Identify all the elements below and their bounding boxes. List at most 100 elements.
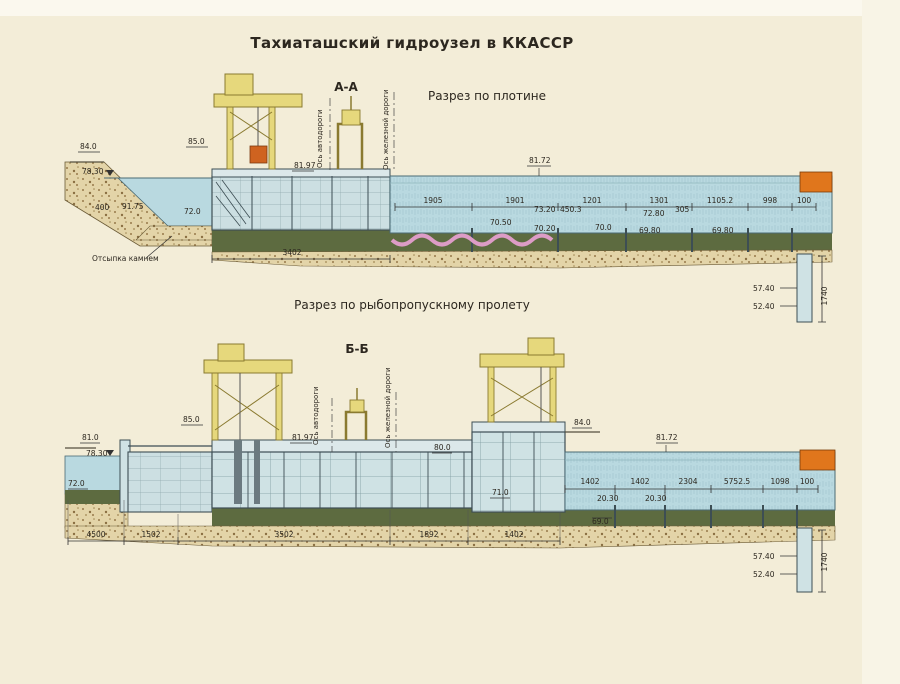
rockfill-leader-a (145, 235, 173, 259)
elevation-ticks-a (78, 146, 551, 176)
downstream-channel-a (389, 175, 833, 234)
elevation-label: 52.40 (753, 570, 775, 579)
crane-beam (213, 93, 303, 108)
elevation-label: 72.0 (184, 207, 201, 216)
elevation-label: 85.0 (188, 137, 205, 146)
dim-label: 1905 (423, 196, 442, 205)
elevation-label: 450.3 (560, 205, 582, 214)
elevation-label: 20.30 (645, 494, 667, 503)
elevation-label: 81.97 (294, 161, 316, 170)
elevation-label: 72.0 (68, 479, 85, 488)
dim-label: 1301 (649, 196, 668, 205)
crane-bracing (229, 111, 273, 141)
section-a-label: А-А (334, 80, 358, 94)
dim-label: 100 (800, 477, 815, 486)
dim-label: 998 (763, 196, 778, 205)
clay-seam-a (390, 233, 554, 247)
ground-downstream-a (390, 233, 832, 254)
elevation-label: 69.80 (639, 226, 661, 235)
dim-line-3402 (211, 255, 391, 263)
elevation-label: 57.40 (753, 284, 775, 293)
dim-label: 3502 (274, 530, 293, 539)
upstream-water-b (64, 455, 129, 495)
elevation-label: 91.75 (122, 202, 144, 211)
dim-label: 2304 (678, 477, 697, 486)
dim-ticks-right-b (564, 485, 819, 493)
dim-label: 100 (797, 196, 812, 205)
downstream-channel-b (564, 451, 836, 511)
elevation-label: 78.30 (86, 449, 108, 458)
elevation-label: 81.72 (529, 156, 551, 165)
cutoff-walls-b (614, 505, 798, 528)
end-sill-wall-b (796, 527, 813, 593)
dim-label-vertical: 1740 (820, 552, 829, 571)
dim-label: 1892 (419, 530, 438, 539)
main-piers-b (247, 452, 465, 508)
rail-axis-label-a: Ось железной дороги (382, 89, 390, 170)
dam-piers (251, 176, 369, 230)
elevation-label: 70.0 (595, 223, 612, 232)
gate-slot-1 (234, 440, 242, 504)
section-b-caption: Разрез по рыбопропускному пролету (294, 298, 530, 312)
service-bridge-a (336, 96, 364, 169)
orange-block-a (799, 171, 833, 193)
elevation-label: 81.97 (292, 433, 314, 442)
radial-gate-struts (215, 179, 251, 227)
elevation-label: 73.20 (534, 205, 556, 214)
road-axis-label-b: Ось автодороги (312, 386, 320, 445)
dim-label: 400 (95, 203, 110, 212)
road-axis-label-a: Ось автодороги (316, 109, 324, 168)
elevation-label: 70.20 (534, 224, 556, 233)
extension-lines-b (67, 500, 561, 537)
elevation-label: 305 (675, 205, 690, 214)
rockfill-note: Отсыпка камнем (92, 254, 159, 263)
drawing-title: Тахиаташский гидроузел в ККАССР (250, 34, 573, 52)
dim-label: 1105.2 (707, 196, 733, 205)
right-block-b (471, 431, 566, 513)
elevation-label: 69.80 (712, 226, 734, 235)
dim-label: 1901 (505, 196, 524, 205)
elevation-label: 85.0 (183, 415, 200, 424)
section-b-label: Б-Б (345, 342, 368, 356)
dim-label: 1098 (770, 477, 789, 486)
right-deck-b (471, 421, 566, 433)
section-a-drawing: А-А Разрез по плотине (64, 73, 833, 323)
section-a-caption: Разрез по плотине (428, 89, 546, 103)
elevation-label: 71.0 (492, 488, 509, 497)
sub-elevation-ticks-b (614, 492, 666, 500)
section-b-drawing: Разрез по рыбопропускному пролету Б-Б (64, 298, 836, 593)
elevation-label: 20.30 (597, 494, 619, 503)
elevation-label: 69.0 (592, 517, 609, 526)
dim-label: 1402 (630, 477, 649, 486)
end-sill-wall-a (796, 253, 813, 323)
elevation-label: 52.40 (753, 302, 775, 311)
water-level-mark-b (106, 450, 114, 456)
fishway-block (127, 451, 213, 513)
dim-label-vertical: 1740 (820, 286, 829, 305)
service-mast-b (344, 388, 368, 440)
main-body-b (211, 451, 473, 509)
crane-load-orange (249, 145, 268, 164)
elevation-label: 78.30 (82, 167, 104, 176)
dim-label: 1201 (582, 196, 601, 205)
rail-axis-label-b: Ось железной дороги (384, 367, 392, 448)
gate-slot-2 (254, 440, 260, 504)
vertical-dim-1740-b (818, 529, 826, 593)
dim-label: 1402 (504, 530, 523, 539)
crane-cab (224, 73, 254, 96)
elevation-label: 81.72 (656, 433, 678, 442)
water-level-mark-a (106, 170, 114, 176)
gantry-crane-b-left (203, 343, 293, 441)
end-sill-ticks-a (780, 287, 797, 307)
vertical-dim-1740-a (818, 255, 826, 323)
elevation-label: 81.0 (82, 433, 99, 442)
elevation-label: 84.0 (574, 418, 591, 427)
elevation-ticks-b (68, 424, 678, 519)
dim-label: 3402 (282, 248, 301, 257)
dam-deck (211, 168, 391, 178)
dim-label: 1402 (580, 477, 599, 486)
dim-label: 4500 (86, 530, 105, 539)
dim-ticks-bottom-b (67, 537, 561, 545)
